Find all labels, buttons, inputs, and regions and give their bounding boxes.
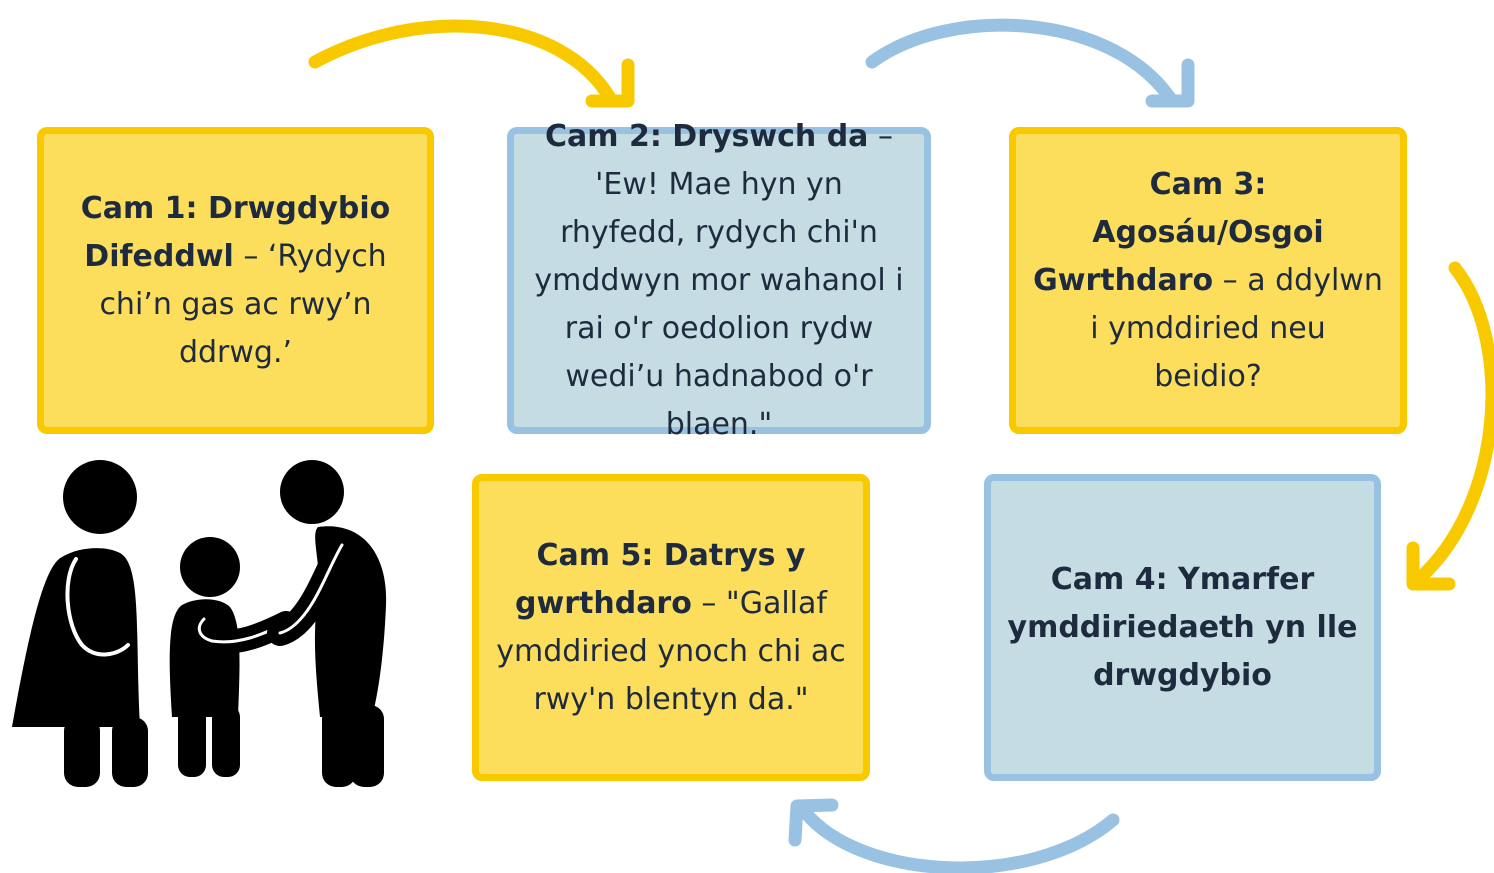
step-2-title: Cam 2: Dryswch da	[545, 118, 869, 154]
step-3-title: Cam 3: Agosáu/Osgoi Gwrthdaro	[1033, 166, 1324, 298]
man-figure-icon	[267, 460, 387, 787]
step-2-box: Cam 2: Dryswch da – 'Ew! Mae hyn yn rhyf…	[507, 119, 931, 442]
step-1-box: Cam 1: Drwgdybio Difeddwl – ‘Rydych chi’…	[37, 127, 434, 434]
arrow-step4-to-step5-icon	[798, 805, 1120, 873]
step-1-text: Cam 1: Drwgdybio Difeddwl – ‘Rydych chi’…	[60, 185, 411, 377]
step-1-title: Cam 1: Drwgdybio Difeddwl	[80, 190, 391, 274]
step-3-description: – a ddylwn i ymddiried neu beidio?	[1090, 262, 1383, 394]
woman-figure-icon	[12, 460, 148, 787]
arrow-step3-to-step4-icon	[1413, 261, 1494, 585]
family-icon	[12, 460, 387, 787]
arrow-step2-to-step3-head-icon	[1145, 58, 1195, 108]
step-5-text: Cam 5: Datrys y gwrthdaro – "Gallaf ymdd…	[495, 532, 847, 724]
step-1-description: – ‘Rydych chi’n gas ac rwy’n ddrwg.’	[99, 238, 387, 370]
step-5-box: Cam 5: Datrys y gwrthdaro – "Gallaf ymdd…	[472, 474, 870, 781]
step-3-text: Cam 3: Agosáu/Osgoi Gwrthdaro – a ddylwn…	[1032, 161, 1384, 401]
arrow-step3-to-step4-head-icon	[1406, 541, 1456, 591]
step-5-description: – "Gallaf ymddiried ynoch chi ac rwy'n b…	[496, 585, 846, 717]
step-4-title: Cam 4: Ymarfer ymddiriedaeth yn lle drwg…	[1007, 561, 1358, 693]
step-5-title: Cam 5: Datrys y gwrthdaro	[515, 537, 806, 621]
step-2-description: – 'Ew! Mae hyn yn rhyfedd, rydych chi'n …	[534, 118, 904, 442]
arrow-step4-to-step5-head-icon	[788, 798, 839, 847]
arrow-step1-to-step2-head-icon	[585, 58, 635, 108]
step-2-text: Cam 2: Dryswch da – 'Ew! Mae hyn yn rhyf…	[530, 113, 908, 449]
child-figure-icon	[169, 537, 298, 777]
arrow-step2-to-step3-icon	[865, 18, 1177, 105]
step-4-box: Cam 4: Ymarfer ymddiriedaeth yn lle drwg…	[984, 474, 1381, 781]
arrow-step1-to-step2-icon	[308, 19, 617, 105]
step-4-text: Cam 4: Ymarfer ymddiriedaeth yn lle drwg…	[1007, 556, 1358, 700]
step-3-box: Cam 3: Agosáu/Osgoi Gwrthdaro – a ddylwn…	[1009, 127, 1407, 434]
